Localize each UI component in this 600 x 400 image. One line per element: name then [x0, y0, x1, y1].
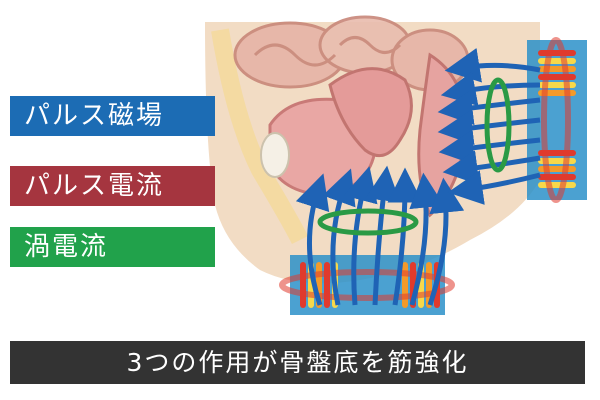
- legend-eddy-current: 渦電流: [10, 227, 215, 267]
- bottom-coil-device: [279, 255, 455, 315]
- bottom-field-arrows: [295, 165, 465, 306]
- eddy-ring-right: [484, 77, 512, 173]
- right-field-arrows: [437, 47, 541, 205]
- legend-pulse-current: パルス電流: [10, 166, 215, 206]
- pubic-bone: [260, 132, 290, 178]
- fat-layer: [211, 28, 309, 245]
- eddy-ring-bottom: [317, 208, 419, 236]
- legend-pulse-magnetic-field: パルス磁場: [10, 96, 215, 136]
- uterus: [328, 67, 413, 158]
- caption-banner: 3つの作用が骨盤底を筋強化: [10, 341, 585, 384]
